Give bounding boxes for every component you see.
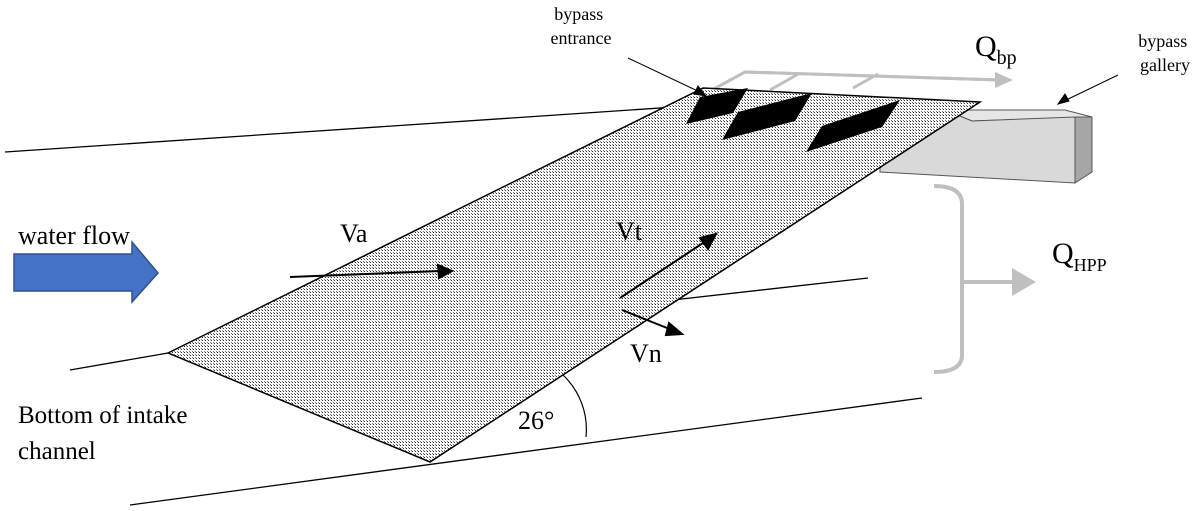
bypass-gallery-label: bypass gallery — [1138, 31, 1192, 75]
q-bp-label: Qbp — [975, 30, 1017, 69]
channel-lines — [4, 103, 923, 506]
va-arrow — [289, 270, 441, 278]
velocity-arrows — [289, 232, 718, 337]
channel-bottom-mid-line — [654, 277, 869, 303]
vn-arrow — [621, 309, 673, 331]
vt-arrow — [619, 240, 707, 299]
angle-label: 26° — [518, 406, 554, 435]
bottom-label: Bottom of intake channel — [18, 402, 194, 465]
angle-arc — [562, 374, 587, 438]
channel-bottom-left-line — [69, 352, 169, 371]
channel-top-line — [4, 103, 721, 153]
gallery-end-face — [1074, 116, 1093, 184]
bypass-flow-lines — [711, 70, 1001, 92]
bypass-entrance-slots — [686, 88, 900, 152]
bypass-flow-arrowhead — [995, 72, 1013, 88]
q-hpp-label: QHPP — [1052, 237, 1107, 275]
va-label: Va — [340, 219, 368, 248]
channel-floor-line — [129, 397, 923, 506]
q-hpp-arrowhead — [1012, 268, 1036, 296]
water-flow-arrow — [13, 239, 159, 304]
vt-label: Vt — [616, 217, 643, 246]
leader-arrows — [627, 57, 1119, 105]
q-hpp-bracket — [933, 184, 1018, 374]
fish-rack-surface — [166, 87, 983, 463]
vn-label: Vn — [630, 339, 662, 368]
bypass-entrance-label: bypass entrance — [551, 4, 612, 48]
water-flow-label: water flow — [18, 221, 130, 250]
